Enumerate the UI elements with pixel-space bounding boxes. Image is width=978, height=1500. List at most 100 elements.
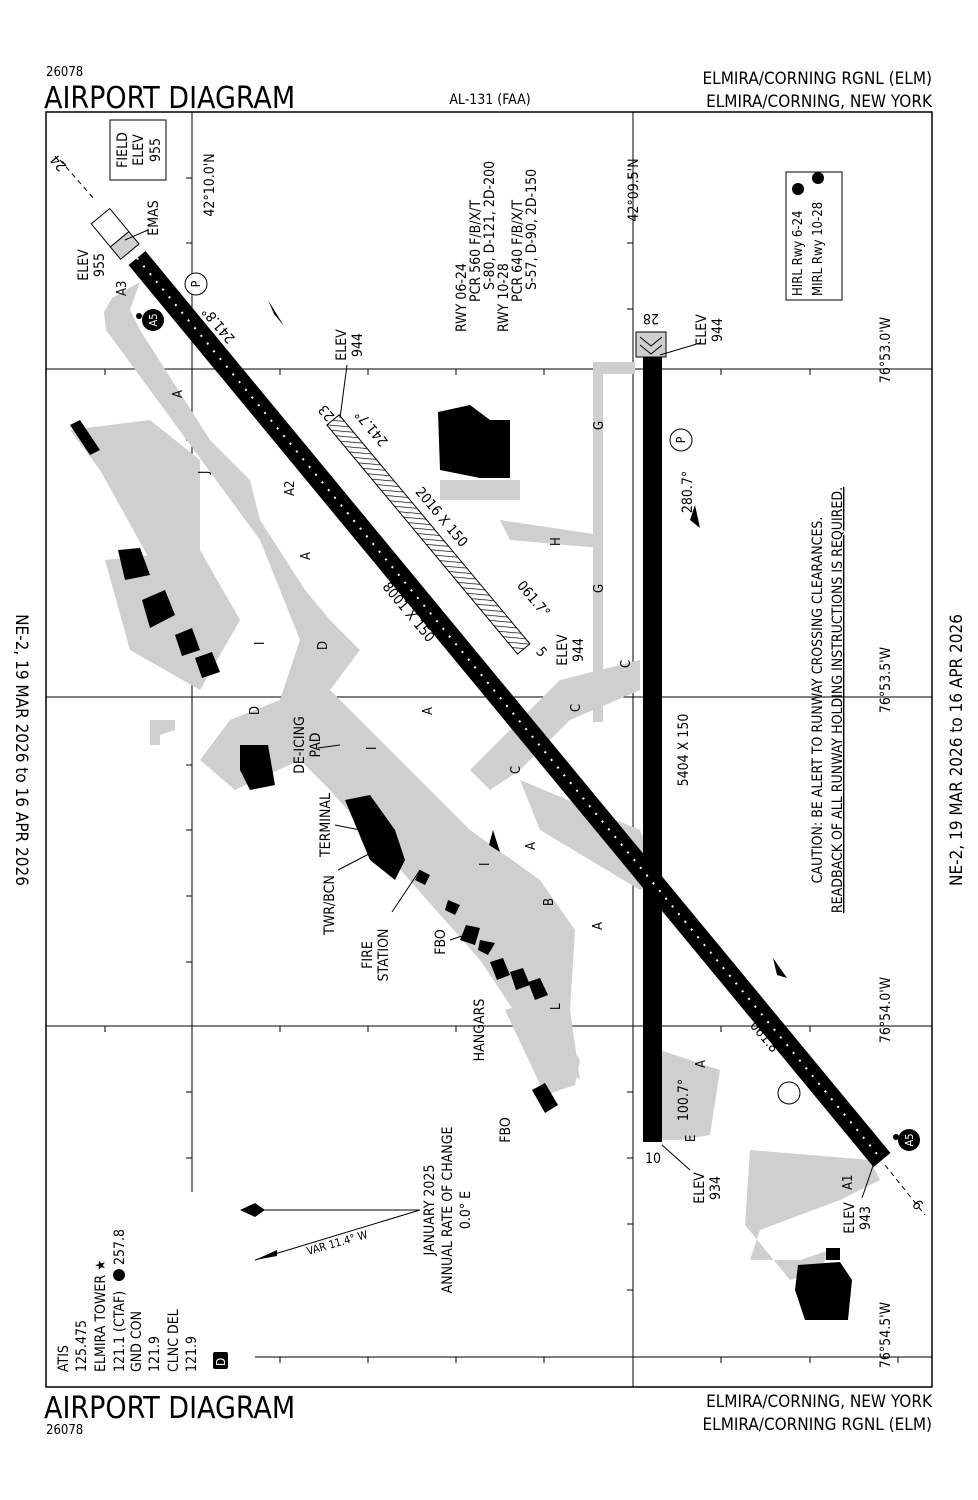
wind-cone-icon — [489, 830, 500, 852]
runway-hold-marker — [184, 272, 208, 296]
footer-city-state: ELMIRA/CORNING, NEW YORK — [706, 1392, 933, 1412]
rwy-1028-pcr: PCR 640 F/B/X/T — [510, 200, 526, 302]
hotspot-a5-north[interactable]: A5 — [136, 309, 164, 331]
taxiway-a: A — [171, 390, 186, 398]
taxiway-a2: A2 — [283, 481, 298, 496]
emas-label: EMAS — [146, 200, 162, 235]
runway-1028-dimensions: 5404 X 150 — [676, 714, 692, 787]
chart-id: 26078 — [46, 65, 83, 80]
lighting-badge-icon — [812, 172, 824, 184]
right-effective-dates: NE-2, 19 MAR 2026 to 16 APR 2026 — [947, 614, 967, 886]
taxiway-a: A — [694, 1060, 709, 1068]
tower-label: ELMIRA TOWER ★ — [93, 1260, 109, 1372]
buildings — [70, 405, 852, 1320]
rwy-0624-weights: S-80, D-121, 2D-200 — [482, 161, 498, 290]
lon-label: 76°53.0'W — [878, 316, 894, 383]
rwy-0624-pcr: PCR 560 F/B/X/T — [468, 200, 484, 302]
runway-10-28 — [643, 357, 662, 1142]
taxiway-a3: A3 — [115, 281, 130, 296]
taxiway-a: A — [591, 922, 606, 930]
taxiway-d: D — [316, 641, 331, 650]
taxiway-i: I — [253, 642, 268, 645]
taxiway-g: G — [592, 584, 607, 593]
caution-line-2: READBACK OF ALL RUNWAY HOLDING INSTRUCTI… — [830, 487, 846, 913]
tower-uhf: 257.8 — [112, 1229, 128, 1265]
fbo-label: FBO — [498, 1117, 514, 1143]
heading-280-7: 280.7° — [680, 471, 696, 513]
magvar-date: JANUARY 2025 — [422, 1165, 438, 1257]
deicing-label: DE-ICING — [292, 716, 308, 774]
runway-number-24: 24 — [48, 151, 71, 174]
fbo-label: FBO — [433, 929, 449, 955]
lighting-mirl: MIRL Rwy 10-28 — [811, 202, 826, 296]
elev-24: 955 — [92, 253, 108, 277]
lat-label: 42°10.0'N — [202, 153, 218, 216]
magnetic-north-arrow-icon — [255, 1250, 277, 1260]
var-label: VAR 11.4° W — [305, 1228, 369, 1258]
airport-name: ELMIRA/CORNING RGNL (ELM) — [703, 69, 932, 89]
ground-label: GND CON — [129, 1311, 145, 1372]
field-elev-label: FIELD — [115, 132, 131, 168]
taxiway-a1: A1 — [841, 1175, 856, 1190]
parking-label: P — [674, 436, 688, 443]
lighting-hirl: HIRL Rwy 6-24 — [791, 211, 806, 296]
taxiway-i: I — [478, 863, 493, 866]
tower-frequency: 121.1 (CTAF) — [112, 1291, 128, 1372]
taxiway-d: D — [248, 706, 263, 715]
d-badge-label: D — [214, 1358, 228, 1366]
elev-6: 943 — [858, 1206, 874, 1230]
magnetic-variation: VAR 11.4° W JANUARY 2025 ANNUAL RATE OF … — [240, 1127, 474, 1294]
field-elevation-box — [109, 119, 167, 181]
elev-label: ELEV — [692, 1172, 708, 1204]
svg-text:A5: A5 — [903, 1133, 916, 1146]
taxiway-a: A — [299, 552, 314, 560]
heading-100-7: 100.7° — [676, 1079, 692, 1121]
taxiway-g: G — [592, 421, 607, 430]
hangars-label: HANGARS — [472, 999, 488, 1062]
taxiway-a: A — [421, 707, 436, 715]
field-elev-value: 955 — [148, 138, 164, 162]
hotspot-a5-south[interactable]: A5 — [893, 1129, 920, 1151]
leader-lines — [124, 229, 876, 1199]
runway-hold-marker — [777, 1081, 801, 1105]
runway-28-displaced-threshold — [635, 331, 667, 358]
rwy-1028-weights: S-57, D-90, 2D-150 — [524, 169, 540, 290]
communications: ATIS 125.475 ELMIRA TOWER ★ 121.1 (CTAF)… — [56, 1229, 228, 1372]
true-north-arrow-icon — [240, 1203, 265, 1217]
taxiway-c: C — [569, 704, 584, 712]
lighting-badge-icon — [792, 183, 804, 195]
taxiway-c: C — [509, 766, 524, 774]
footer-title: AIRPORT DIAGRAM — [44, 1391, 295, 1426]
taxiway-a: A — [524, 842, 539, 850]
emas-area — [90, 207, 140, 260]
elev-5: 944 — [571, 638, 587, 662]
d-badge — [213, 1352, 228, 1369]
fire-station-label: FIRE — [360, 941, 376, 969]
lon-label: 76°54.5'W — [878, 1301, 894, 1368]
taxiway-j: J — [197, 471, 212, 475]
clearance-label: CLNC DEL — [166, 1309, 182, 1372]
approach-centerline — [884, 1164, 926, 1216]
taxiway-l: L — [549, 1003, 564, 1010]
taxiway-h: H — [549, 537, 564, 546]
wind-cone-icon — [773, 958, 787, 978]
elev-label: ELEV — [694, 314, 710, 346]
lat-label: 42°09.5'N — [626, 158, 642, 221]
magvar-rate: 0.0° E — [458, 1191, 474, 1229]
runway-hold-marker — [669, 428, 693, 452]
runway-number-28: 28 — [643, 310, 659, 326]
left-effective-dates: NE-2, 19 MAR 2026 to 16 APR 2026 — [11, 614, 31, 886]
lon-label: 76°53.5'W — [878, 646, 894, 713]
runway-number-10: 10 — [645, 1151, 661, 1167]
taxiway-b: B — [542, 898, 557, 906]
ctaf-badge-icon — [113, 1269, 125, 1281]
heading-061-7: 061.7° — [513, 578, 552, 621]
footer-chart-id: 26078 — [46, 1423, 83, 1438]
map-frame — [45, 111, 933, 1388]
elev-label: ELEV — [334, 329, 350, 361]
runway-number-23: 23 — [316, 401, 339, 424]
atis-label: ATIS — [56, 1345, 72, 1372]
magvar-rate-label: ANNUAL RATE OF CHANGE — [440, 1127, 456, 1294]
footer-airport-name: ELMIRA/CORNING RGNL (ELM) — [703, 1415, 932, 1435]
